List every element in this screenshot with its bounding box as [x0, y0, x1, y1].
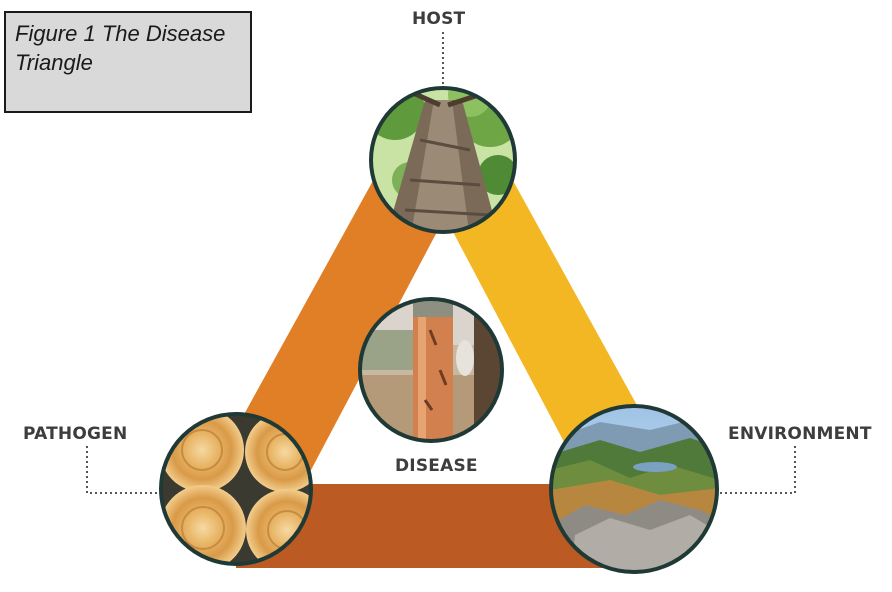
figure-caption: Figure 1 The Disease Triangle: [4, 11, 252, 113]
pathogen-leader-line: [87, 446, 158, 493]
environment-label: ENVIRONMENT: [728, 424, 872, 444]
disease-label: DISEASE: [395, 456, 478, 476]
host-label: HOST: [412, 9, 465, 29]
pathogen-label: PATHOGEN: [23, 424, 127, 444]
environment-leader-line: [718, 446, 795, 493]
